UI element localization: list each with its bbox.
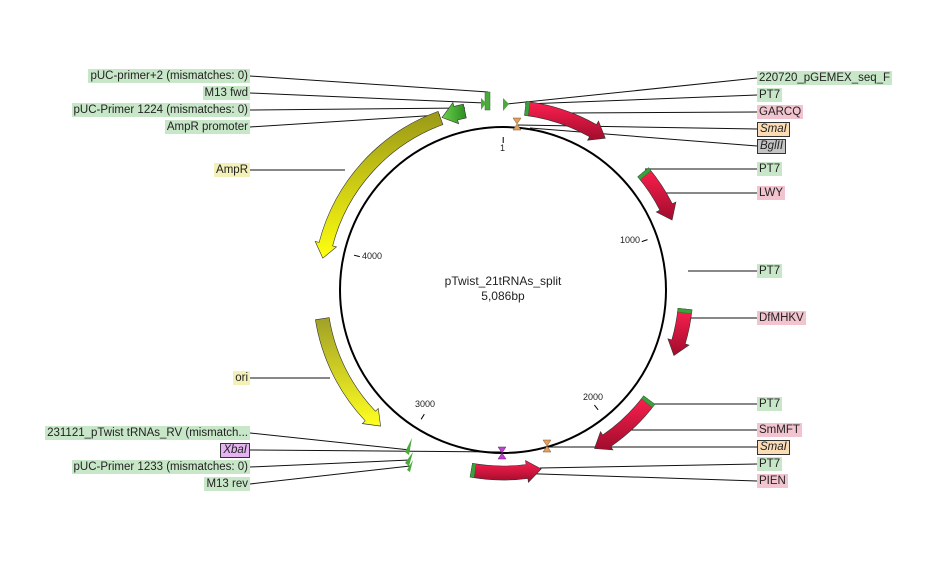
label-m13-rev[interactable]: M13 rev <box>204 477 250 491</box>
label-ori[interactable]: ori <box>233 371 250 385</box>
tick-1000 <box>641 239 648 243</box>
feature-lwy[interactable] <box>637 167 677 221</box>
label-pt7[interactable]: PT7 <box>757 397 783 411</box>
label-ampr-promoter[interactable]: AmpR promoter <box>164 120 250 134</box>
label-ampr[interactable]: AmpR <box>214 163 250 177</box>
label-connector-lines <box>249 75 758 485</box>
label-pt7[interactable]: PT7 <box>757 88 783 102</box>
pt7-promoter-mark[interactable] <box>469 463 477 479</box>
primer-puc-primer-1233[interactable] <box>405 452 413 466</box>
label-puc-primer-1224[interactable]: pUC-Primer 1224 (mismatches: 0) <box>71 103 250 117</box>
label-231121-rv[interactable]: 231121_pTwist tRNAs_RV (mismatch... <box>45 426 250 440</box>
smai-site-2[interactable] <box>542 439 552 453</box>
tick-3000 <box>420 413 425 420</box>
label-dfmhkv[interactable]: DfMHKV <box>757 311 806 325</box>
label-puc-primer-2[interactable]: pUC-primer+2 (mismatches: 0) <box>88 69 250 83</box>
tick-marks <box>353 137 648 420</box>
backbone-circle <box>339 126 667 454</box>
plasmid-length: 5,086bp <box>481 289 525 303</box>
tick-label-3000: 3000 <box>415 399 436 409</box>
label-smmft[interactable]: SmMFT <box>757 423 802 437</box>
label-m13-fwd[interactable]: M13 fwd <box>202 86 250 100</box>
feature-garcq[interactable] <box>524 101 606 141</box>
tick-label-4000: 4000 <box>362 251 383 261</box>
feature-ampr-promoter[interactable] <box>441 101 467 125</box>
label-smai[interactable]: SmaI <box>757 440 790 455</box>
feature-ori[interactable] <box>315 317 381 427</box>
pt7-promoter-mark[interactable] <box>524 101 531 117</box>
label-pgemex-seq-f[interactable]: 220720_pGEMEX_seq_F <box>757 71 893 85</box>
primer-pgemex-seq-f[interactable] <box>503 98 509 111</box>
pt7-promoter-mark[interactable] <box>640 395 656 408</box>
label-bglii[interactable]: BglII <box>757 139 787 154</box>
feature-ampr[interactable] <box>314 111 444 259</box>
label-garcq[interactable]: GARCQ <box>757 105 804 119</box>
label-xbai[interactable]: XbaI <box>220 443 250 458</box>
label-lwy[interactable]: LWY <box>757 186 786 200</box>
tick-label-2000: 2000 <box>583 392 604 402</box>
primer-m13-rev[interactable] <box>407 460 413 472</box>
pt7-promoter-mark[interactable] <box>677 308 693 315</box>
label-puc-primer-1233[interactable]: pUC-Primer 1233 (mismatches: 0) <box>71 460 250 474</box>
feature-dfmhkv[interactable] <box>667 307 693 356</box>
tick-2000 <box>594 404 599 411</box>
label-pt7[interactable]: PT7 <box>757 162 783 176</box>
feature-smmft[interactable] <box>594 395 656 451</box>
label-pt7[interactable]: PT7 <box>757 457 783 471</box>
pt7-promoter-mark[interactable] <box>637 167 652 181</box>
primer-marks <box>405 91 509 472</box>
xbai-site[interactable] <box>497 446 507 460</box>
label-pt7[interactable]: PT7 <box>757 264 783 278</box>
label-smai[interactable]: SmaI <box>757 122 790 137</box>
primer-puc-primer-2[interactable] <box>484 91 491 111</box>
tick-label-1: 1 <box>500 143 506 153</box>
label-pien[interactable]: PIEN <box>757 474 788 488</box>
primer-231121-rv[interactable] <box>405 438 412 455</box>
primer-m13-fwd[interactable] <box>481 98 486 110</box>
smai-site-1[interactable] <box>512 117 522 131</box>
plasmid-name: pTwist_21tRNAs_split <box>444 274 562 288</box>
restriction-sites <box>497 117 552 460</box>
feature-pien[interactable] <box>469 459 542 483</box>
tick-4000 <box>353 254 360 258</box>
tick-label-1000: 1000 <box>620 235 641 245</box>
